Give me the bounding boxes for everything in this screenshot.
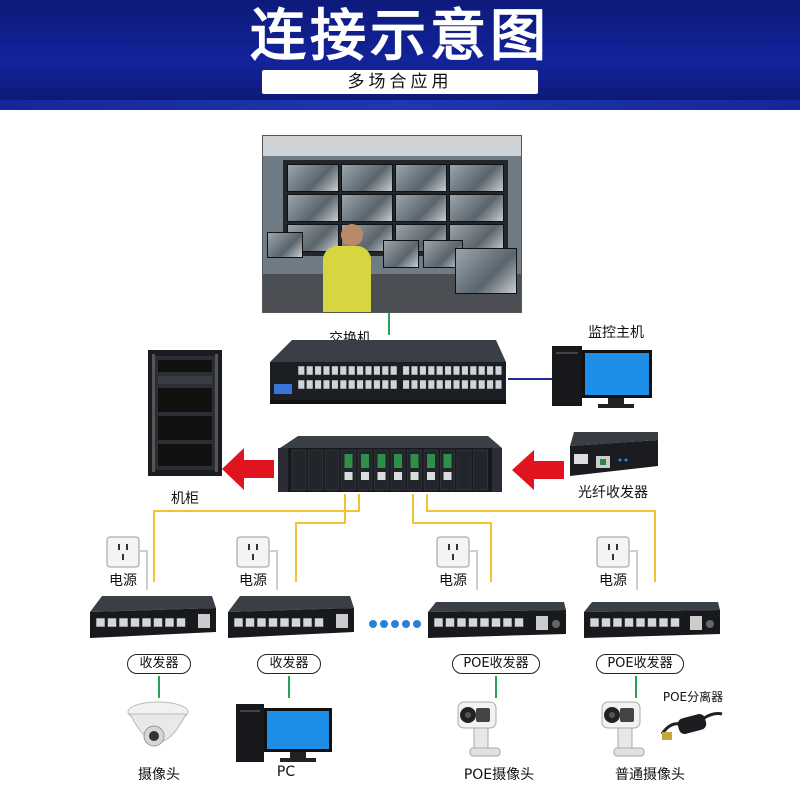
link-pc [288,676,290,698]
monitor-host-pc [552,344,656,414]
power-socket-1 [106,536,140,568]
fiber-line-1-v [358,494,360,512]
fiber-line-2-h [295,522,346,524]
fiber-line-1-d [153,510,155,582]
control-room-photo [262,135,522,313]
poe-camera [450,696,520,764]
poe-splitter [660,704,724,744]
fiber-line-4-d [654,510,656,582]
transceiver-device-1 [88,596,218,642]
fiber-transceiver-label: 光纤收发器 [578,485,648,501]
arrow-to-cabinet [222,448,274,490]
fiber-line-3-v [412,494,414,524]
poe-camera-label: POE摄像头 [463,767,535,783]
normal-camera-label: 普通摄像头 [615,767,685,783]
link-normal-camera [635,676,637,698]
fiber-line-2-v [344,494,346,524]
dome-camera [124,700,192,760]
cabinet-rack [148,350,222,476]
power-cord-1 [138,550,148,590]
power-label-3: 电源 [439,573,467,589]
switch-device [268,340,508,406]
power-socket-3 [436,536,470,568]
cabinet-label: 机柜 [171,491,199,507]
transceiver-label-3: POE收发器 [452,654,540,674]
poe-splitter-label: POE分离器 [662,690,724,704]
power-label-4: 电源 [599,573,627,589]
link-photo-switch [388,313,390,335]
fiber-line-3-d [490,522,492,582]
more-devices-dots [368,614,422,628]
subtitle-bar [262,70,538,94]
fiber-transceiver-device [566,432,660,480]
pc-device [236,700,336,764]
converter-chassis [276,436,504,494]
power-label-2: 电源 [239,573,267,589]
pc-label: PC [276,764,296,780]
page-title: 连接示意图 [250,4,550,69]
arrow-from-transceiver [512,450,564,490]
power-label-1: 电源 [109,573,137,589]
link-switch-host [508,378,552,380]
power-socket-4 [596,536,630,568]
transceiver-device-3 [426,602,568,642]
page-subtitle: 多场合应用 [347,72,453,92]
power-socket-2 [236,536,270,568]
link-poe-camera [495,676,497,698]
transceiver-label-2: 收发器 [257,654,321,674]
power-cord-2 [268,550,278,590]
camera-label: 摄像头 [138,767,180,783]
fiber-line-3-h [412,522,492,524]
power-cord-4 [628,550,638,590]
power-cord-3 [468,550,478,590]
fiber-line-1-h [153,510,360,512]
transceiver-label-4: POE收发器 [596,654,684,674]
fiber-line-4-v [426,494,428,512]
fiber-line-4-h [426,510,656,512]
transceiver-device-2 [226,596,356,642]
transceiver-device-4 [582,602,722,642]
monitor-host-label: 监控主机 [588,325,644,341]
fiber-line-2-d [295,522,297,582]
link-camera [158,676,160,698]
transceiver-label-1: 收发器 [127,654,191,674]
normal-camera [596,696,662,764]
